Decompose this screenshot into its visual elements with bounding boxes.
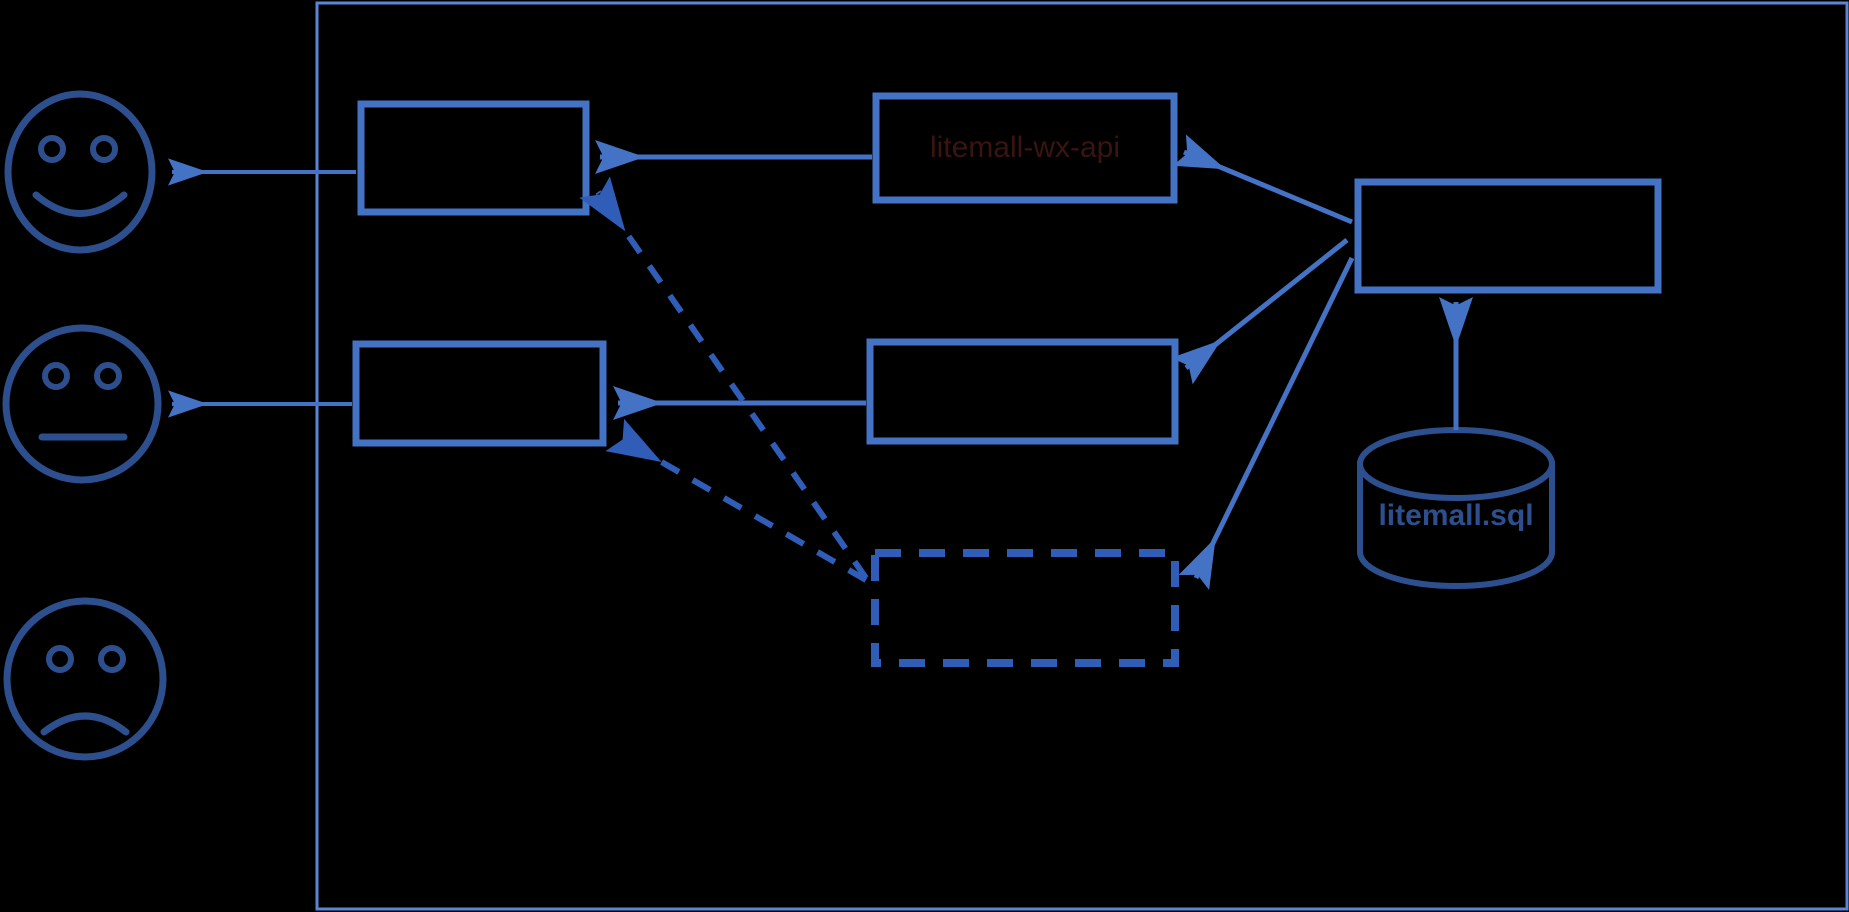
core-module-box[interactable] bbox=[871, 549, 1179, 667]
edge-db-service-to-wx-api bbox=[1172, 134, 1353, 225]
neutral-face-icon bbox=[2, 324, 162, 484]
edge-core-to-admin-client bbox=[605, 418, 868, 583]
db-service-box[interactable] bbox=[1354, 178, 1662, 294]
edge-db-service-to-admin-api bbox=[1171, 238, 1349, 385]
system-boundary-container bbox=[315, 1, 1849, 911]
sad-face-icon bbox=[3, 597, 167, 761]
happy-face-icon bbox=[4, 90, 156, 254]
admin-api-box[interactable] bbox=[866, 338, 1179, 445]
litemall-wx-api-box[interactable] bbox=[872, 92, 1178, 204]
admin-client-box[interactable] bbox=[352, 340, 607, 447]
edge-core-to-wx-client bbox=[579, 176, 869, 580]
wx-client-box[interactable] bbox=[357, 100, 590, 216]
edge-db-service-to-core bbox=[1178, 256, 1355, 590]
litemall-database-cylinder[interactable] bbox=[1357, 427, 1555, 589]
